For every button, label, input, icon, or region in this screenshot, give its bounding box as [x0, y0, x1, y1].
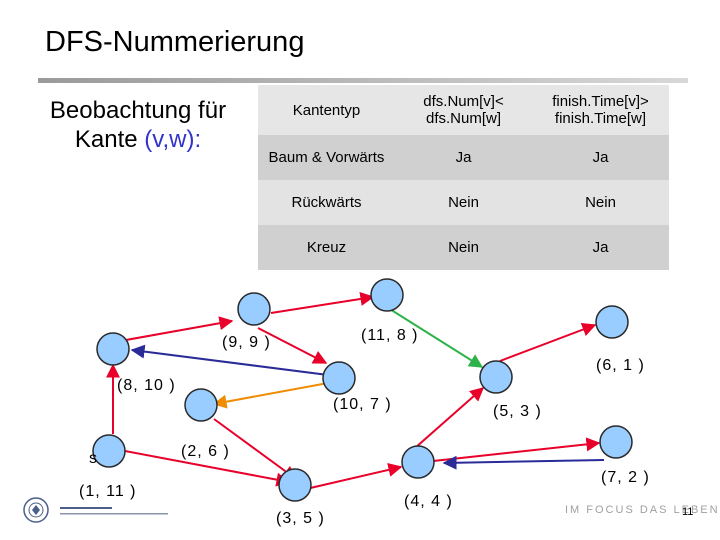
slide-title: DFS-Nummerierung [45, 26, 305, 58]
table-header-cell: dfs.Num[v]< dfs.Num[w] [395, 85, 532, 135]
tree-edge [423, 437, 601, 463]
node-label: (1, 11 ) [79, 483, 137, 500]
table-cell: Baum & Vorwärts [258, 135, 395, 180]
table-cell: Nein [395, 225, 532, 270]
node-label: (2, 6 ) [181, 443, 230, 460]
table-row: Baum & Vorwärts Ja Ja [258, 135, 669, 180]
source-node-label: s [89, 450, 98, 467]
observation-line-1: Beobachtung für [49, 97, 227, 124]
graph-node [96, 332, 130, 366]
tree-edge [499, 322, 597, 362]
table-header-row: Kantentyp dfs.Num[v]< dfs.Num[w] finish.… [258, 85, 669, 135]
graph-node [401, 445, 435, 479]
tree-edge [125, 316, 234, 341]
node-label: (3, 5 ) [276, 510, 325, 527]
university-seal-icon [23, 497, 168, 523]
page-number: 11 [682, 506, 694, 518]
table-cell: Rückwärts [258, 180, 395, 225]
node-label: (4, 4 ) [404, 493, 453, 510]
back-edge [130, 344, 329, 376]
table-cell: Nein [532, 180, 669, 225]
title-divider [38, 78, 688, 83]
node-label: (10, 7 ) [333, 396, 392, 413]
table-cell: Kreuz [258, 225, 395, 270]
tree-edge [305, 463, 403, 490]
table-header-cell: finish.Time[v]> finish.Time[w] [532, 85, 669, 135]
table-cell: Ja [532, 225, 669, 270]
tree-edge [124, 450, 291, 487]
graph-node [92, 434, 126, 468]
table-cell: Ja [532, 135, 669, 180]
node-label: (7, 2 ) [601, 469, 650, 486]
university-logo [22, 493, 172, 532]
node-label: (6, 1 ) [596, 357, 645, 374]
tree-edge [414, 387, 485, 449]
node-label: (5, 3 ) [493, 403, 542, 420]
node-label: (8, 10 ) [117, 377, 176, 394]
observation-line-2: Kante [74, 126, 145, 153]
graph-node [237, 292, 271, 326]
graph-node [599, 425, 633, 459]
table-cell: Ja [395, 135, 532, 180]
graph-node [184, 388, 218, 422]
back-edge [442, 455, 605, 470]
observation-edge-accent: (v,w): [144, 126, 202, 153]
graph-node [595, 305, 629, 339]
table-row: Kreuz Nein Ja [258, 225, 669, 270]
footer-brand: IM FOCUS DAS LEBEN [565, 504, 720, 516]
graph-node [479, 360, 513, 394]
node-label: (9, 9 ) [222, 334, 271, 351]
tree-edge [257, 327, 328, 364]
table-header-cell: Kantentyp [258, 85, 395, 135]
table-cell: Nein [395, 180, 532, 225]
edge-type-table: Kantentyp dfs.Num[v]< dfs.Num[w] finish.… [258, 85, 669, 270]
cross-edge [212, 382, 329, 409]
cross-edge [384, 305, 484, 368]
graph-node [278, 468, 312, 502]
tree-edge [270, 292, 375, 314]
graph-node [322, 361, 356, 395]
node-label: (11, 8 ) [361, 327, 419, 344]
table-row: Rückwärts Nein Nein [258, 180, 669, 225]
graph-node [370, 278, 404, 312]
tree-edge [213, 418, 298, 480]
observation-text: Beobachtung für Kante (v,w): [18, 96, 258, 154]
